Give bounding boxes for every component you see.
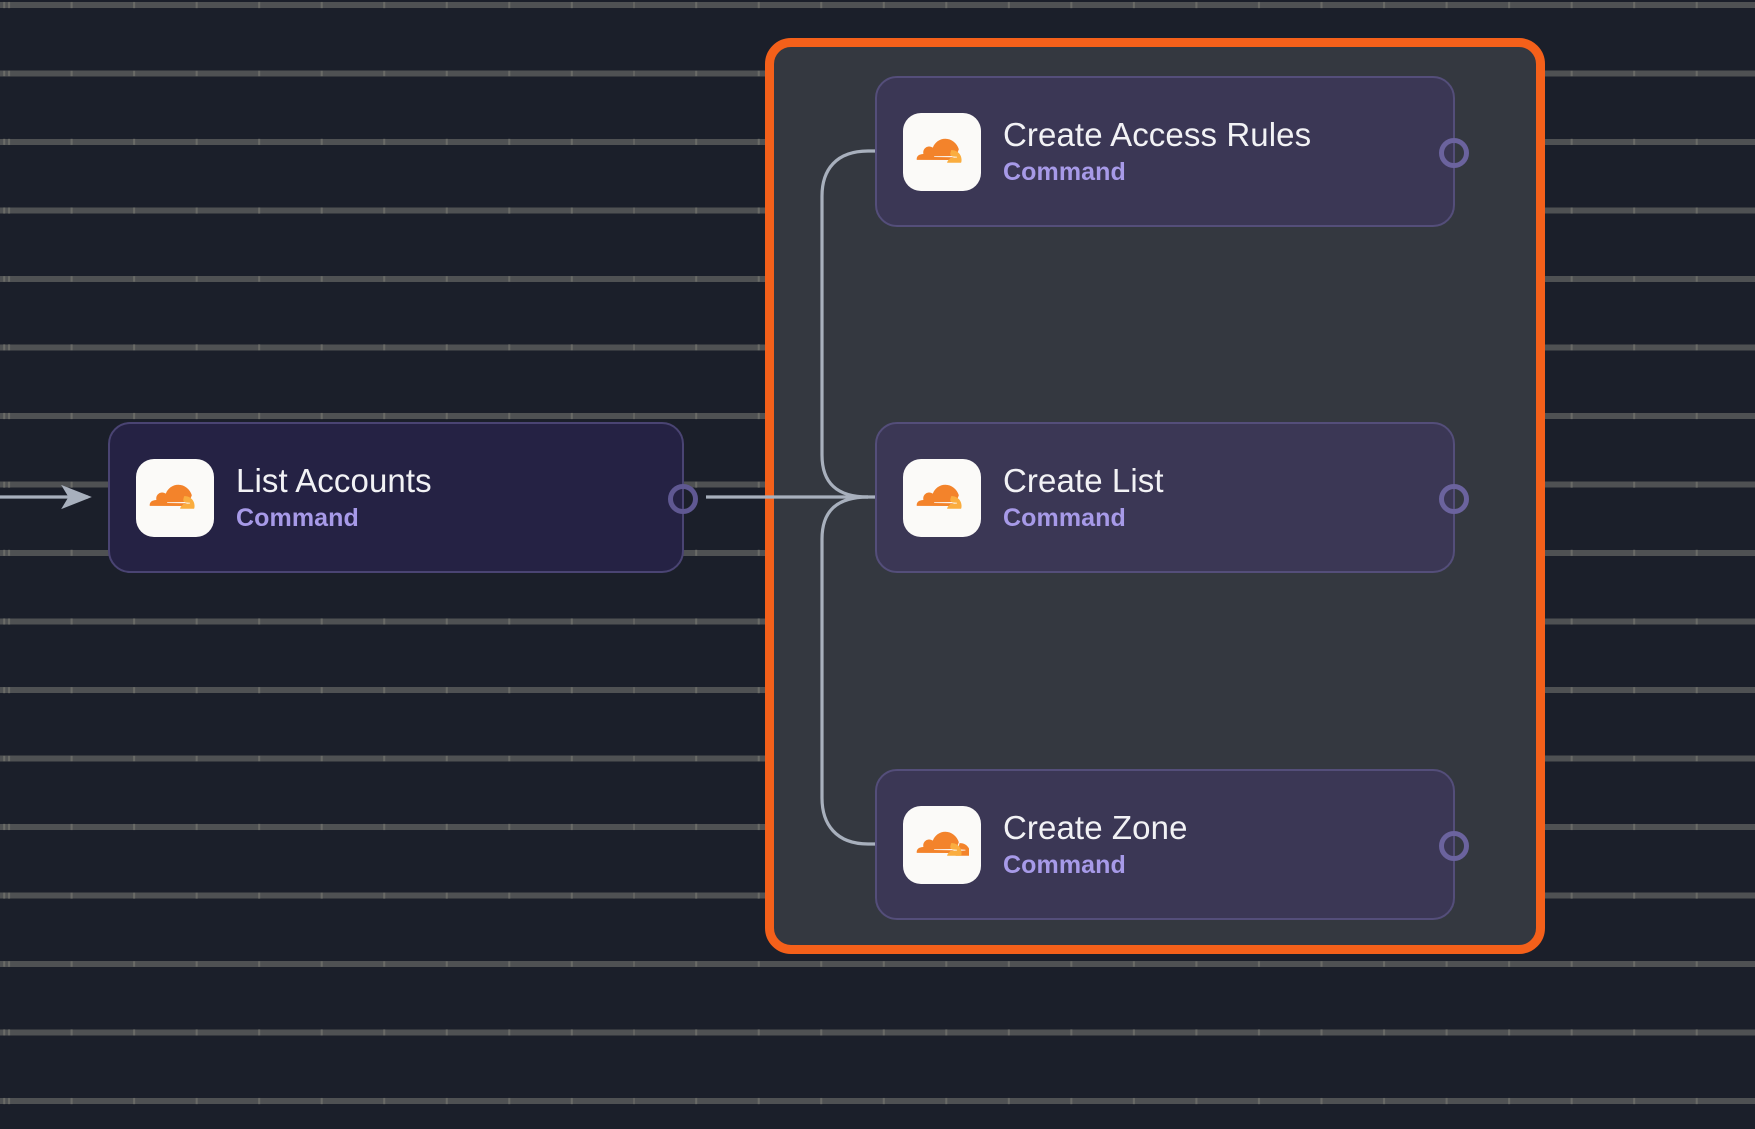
cloudflare-icon — [136, 458, 214, 537]
cloudflare-icon — [903, 458, 981, 537]
node-create-list[interactable]: Create List Command — [875, 422, 1469, 573]
node-title: List Accounts — [236, 461, 432, 499]
node-subtitle: Command — [1003, 503, 1126, 532]
node-subtitle: Command — [1003, 850, 1126, 879]
node-subtitle: Command — [236, 503, 359, 532]
node-title: Create Zone — [1003, 808, 1188, 846]
node-text-block: Create Zone Command — [1003, 808, 1188, 879]
node-subtitle: Command — [1003, 157, 1126, 186]
node-text-block: Create Access Rules Command — [1003, 115, 1312, 186]
cloudflare-icon — [903, 112, 981, 191]
node-create-zone[interactable]: Create Zone Command — [875, 769, 1469, 920]
output-port-create-list[interactable] — [1439, 484, 1469, 514]
output-port-create-access-rules[interactable] — [1439, 138, 1469, 168]
node-list-accounts[interactable]: List Accounts Command — [108, 422, 698, 573]
node-text-block: List Accounts Command — [236, 461, 432, 532]
output-port-list-accounts[interactable] — [668, 484, 698, 514]
node-title: Create List — [1003, 461, 1164, 499]
node-text-block: Create List Command — [1003, 461, 1164, 532]
cloudflare-icon — [903, 805, 981, 884]
node-create-access-rules[interactable]: Create Access Rules Command — [875, 76, 1469, 227]
node-title: Create Access Rules — [1003, 115, 1312, 153]
output-port-create-zone[interactable] — [1439, 831, 1469, 861]
